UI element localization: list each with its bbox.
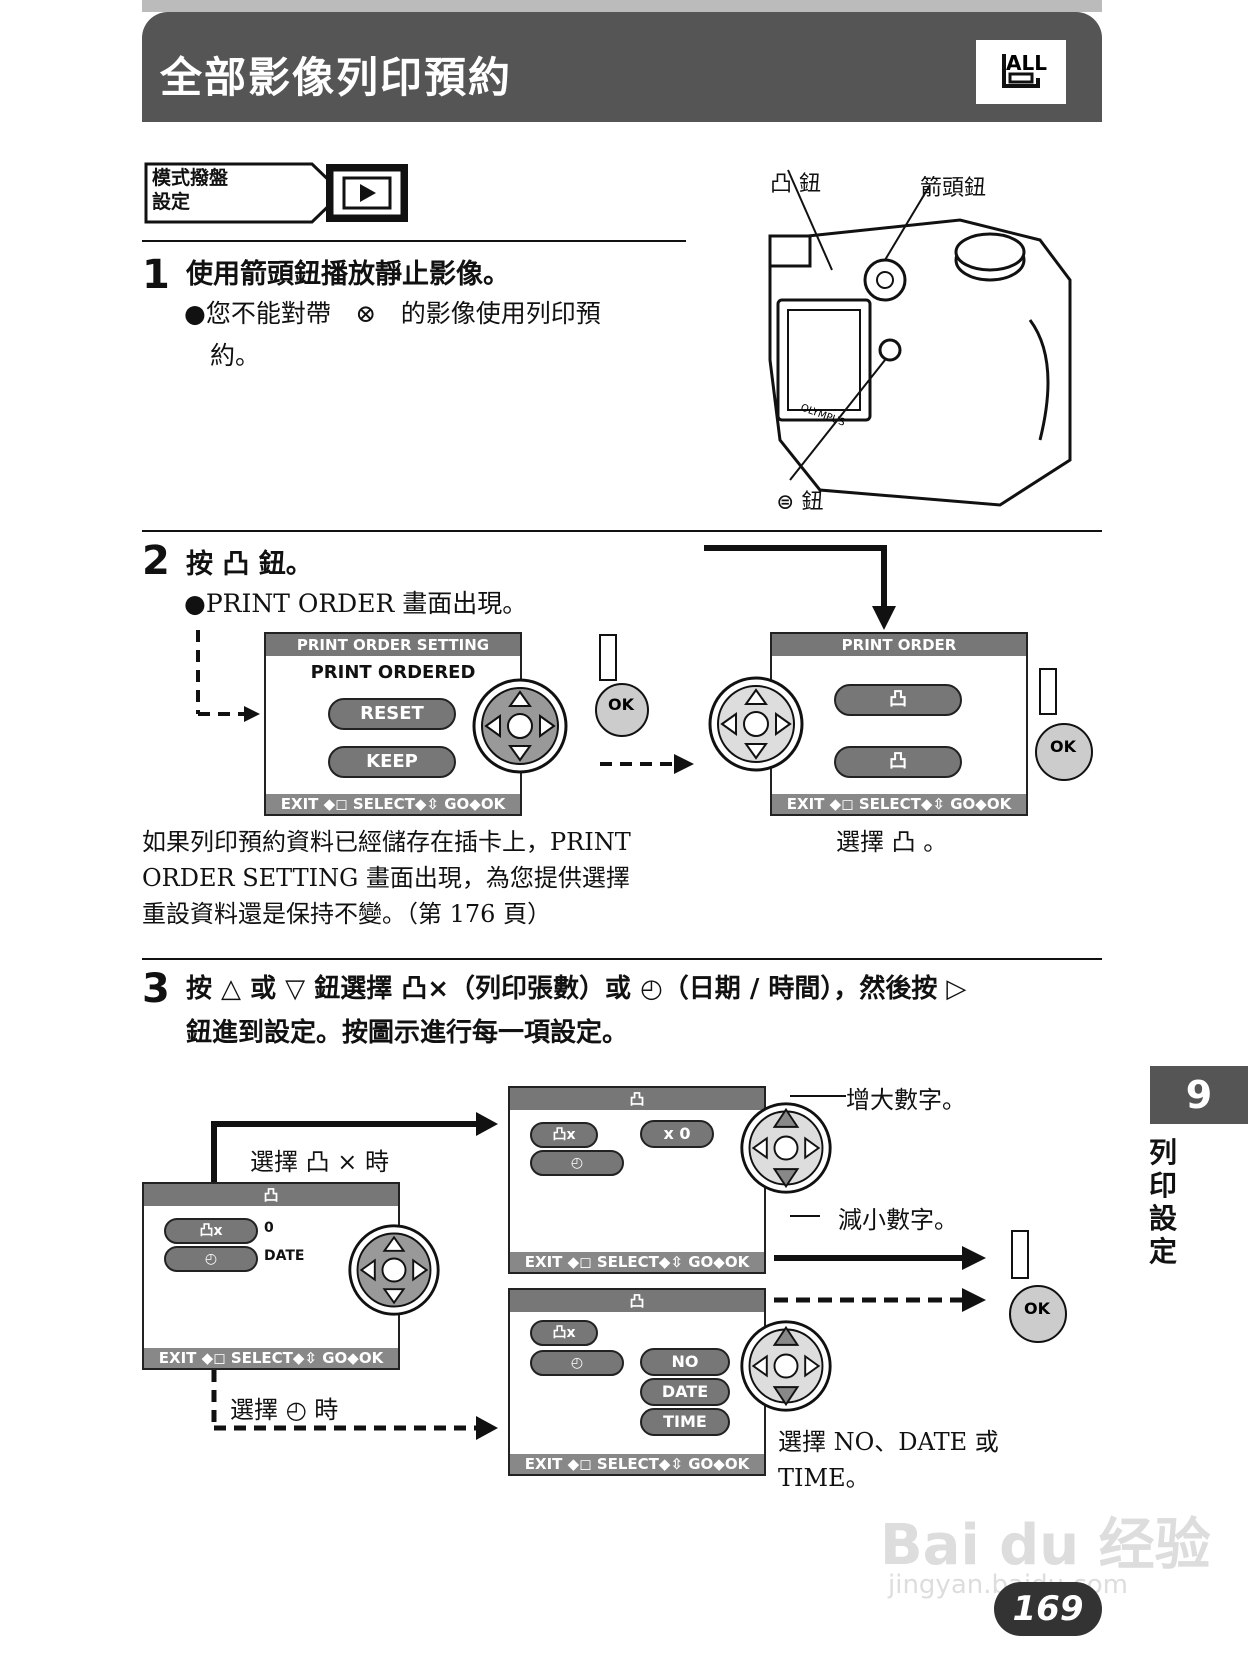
print-button-label: 凸 鈕 (770, 172, 822, 197)
mode-dial-label: 模式撥盤 (152, 167, 229, 189)
choose-caption: 選擇 NO、DATE 或 TIME。 (778, 1424, 999, 1496)
step2-caption: 如果列印預約資料已經儲存在插卡上，PRINT ORDER SETTING 畫面出… (142, 824, 631, 932)
divider (142, 530, 1102, 532)
camera-illustration: OLYMPUS (760, 160, 1080, 514)
copies-row[interactable]: 凸x (164, 1218, 258, 1244)
caption-line: 如果列印預約資料已經儲存在插卡上，PRINT (142, 828, 631, 856)
step-number: 3 (142, 966, 170, 1012)
lcd-subtitle: PRINT ORDERED (310, 662, 476, 683)
header-top-strip (142, 0, 1102, 12)
lcd-footer: EXIT ◆◻ SELECT◆⇳ GO◆OK (266, 794, 520, 814)
arrow-pad[interactable] (346, 1222, 442, 1322)
date-row[interactable]: ◴ (164, 1246, 258, 1272)
arrow-pad[interactable] (738, 1100, 834, 1200)
hand-pressing-ok-icon: OK (590, 630, 650, 744)
select-copies-label: 選擇 凸 × 時 (250, 1148, 389, 1176)
print-icon: 凸 (889, 689, 907, 710)
print-all-icon: 凸 (891, 828, 916, 856)
date-row[interactable]: ◴ (530, 1350, 624, 1376)
watermark: Bai du 经验 (880, 1513, 1211, 1578)
copies-stepper[interactable]: x 0 (640, 1120, 714, 1148)
lcd-title: PRINT ORDER (772, 634, 1026, 656)
print-icon: 凸 (770, 172, 793, 197)
divider (142, 958, 1102, 960)
lcd-title: PRINT ORDER SETTING (266, 634, 520, 656)
page-title: 全部影像列印預約 (160, 53, 513, 102)
option-time[interactable]: TIME (640, 1408, 730, 1436)
arrow-button-label: 箭頭鈕 (920, 176, 987, 201)
print-all-icon: 凸 (629, 1090, 645, 1108)
arrow-pad[interactable] (470, 676, 570, 780)
keep-button[interactable]: KEEP (328, 746, 456, 778)
step-note: ●PRINT ORDER 畫面出現。 (184, 589, 528, 618)
svg-text:ALL: ALL (1006, 51, 1047, 75)
step-note: ●您不能對帶 ⊗ 的影像使用列印預 (184, 294, 601, 330)
print-all-icon: ALL (976, 40, 1066, 104)
date-value: DATE (264, 1248, 305, 1264)
ok-menu-icon: ⊜ (776, 490, 795, 515)
step-text-line2: 鈕進到設定。按圖示進行每一項設定。 (186, 1018, 629, 1048)
hand-pressing-ok-icon: OK (1030, 664, 1094, 788)
date-row[interactable]: ◴ (530, 1150, 624, 1176)
svg-text:OK: OK (1024, 1299, 1051, 1318)
lcd-date-setting: 凸 凸x ◴ NO DATE TIME EXIT ◆◻ SELECT◆⇳ GO◆… (508, 1288, 766, 1476)
increase-label: 增大數字。 (846, 1086, 966, 1114)
reset-button[interactable]: RESET (328, 698, 456, 730)
play-icon (360, 184, 376, 202)
caption-line: 重設資料還是保持不變。（第 176 頁） (142, 900, 552, 928)
ok-button-label: ⊜ 鈕 (776, 490, 824, 515)
lcd-footer: EXIT ◆◻ SELECT◆⇳ GO◆OK (144, 1348, 398, 1368)
lcd-print-order: PRINT ORDER 凸 凸 EXIT ◆◻ SELECT◆⇳ GO◆OK (770, 632, 1028, 816)
print-all-icon: 凸 (629, 1292, 645, 1310)
print-all-icon: 凸 (889, 751, 907, 772)
svg-text:OK: OK (608, 695, 635, 714)
movie-icon: ⊗ (355, 299, 377, 328)
select-date-label: 選擇 ◴ 時 (230, 1396, 339, 1424)
lcd-title: 凸 (510, 1088, 764, 1110)
print-all-icon: 凸 (263, 1186, 279, 1204)
caption-line: TIME。 (778, 1464, 870, 1492)
hand-pressing-ok-icon: OK (1000, 1226, 1070, 1350)
step-note-line2: 約。 (210, 341, 261, 370)
page-header (142, 12, 1102, 122)
step-text: 按 凸 鈕。 (186, 549, 313, 580)
step-number: 2 (142, 538, 170, 584)
note-part-1: ●您不能對帶 (184, 299, 331, 328)
lcd-copies-setting: 凸 凸x x 0 ◴ EXIT ◆◻ SELECT◆⇳ GO◆OK (508, 1086, 766, 1274)
all-print-option[interactable]: 凸 (834, 746, 962, 778)
note-part-2: 的影像使用列印預 (400, 299, 601, 328)
copies-row[interactable]: 凸x (530, 1320, 598, 1346)
chapter-tab: 9 (1150, 1066, 1248, 1124)
copies-row[interactable]: 凸x (530, 1122, 598, 1148)
caption-line: 選擇 NO、DATE 或 (778, 1428, 999, 1456)
mode-dial-label-2: 設定 (152, 191, 191, 213)
divider (142, 240, 686, 242)
decrease-label: 減小數字。 (838, 1206, 958, 1234)
chapter-label: 列印設定 (1148, 1136, 1177, 1268)
step2-select-caption: 選擇 凸 。 (836, 828, 948, 856)
single-print-option[interactable]: 凸 (834, 684, 962, 716)
lcd-footer: EXIT ◆◻ SELECT◆⇳ GO◆OK (510, 1252, 764, 1272)
step-text: 按 △ 或 ▽ 鈕選擇 凸×（列印張數）或 ◴（日期 / 時間），然後按 ▷ (186, 974, 967, 1004)
lcd-footer: EXIT ◆◻ SELECT◆⇳ GO◆OK (772, 794, 1026, 814)
arrow-pad[interactable] (738, 1318, 834, 1418)
arrow-pad[interactable] (706, 674, 806, 778)
lcd-footer: EXIT ◆◻ SELECT◆⇳ GO◆OK (510, 1454, 764, 1474)
page-number: 169 (994, 1582, 1102, 1636)
lcd-title: 凸 (510, 1290, 764, 1312)
option-date[interactable]: DATE (640, 1378, 730, 1406)
step-number: 1 (142, 252, 170, 298)
step-text: 使用箭頭鈕播放靜止影像。 (186, 259, 510, 290)
mode-dial-indicator (142, 160, 412, 230)
caption-line: ORDER SETTING 畫面出現，為您提供選擇 (142, 864, 630, 892)
copies-value: 0 (264, 1220, 274, 1236)
svg-text:OK: OK (1050, 737, 1077, 756)
option-no[interactable]: NO (640, 1348, 730, 1376)
lcd-title: 凸 (144, 1184, 398, 1206)
